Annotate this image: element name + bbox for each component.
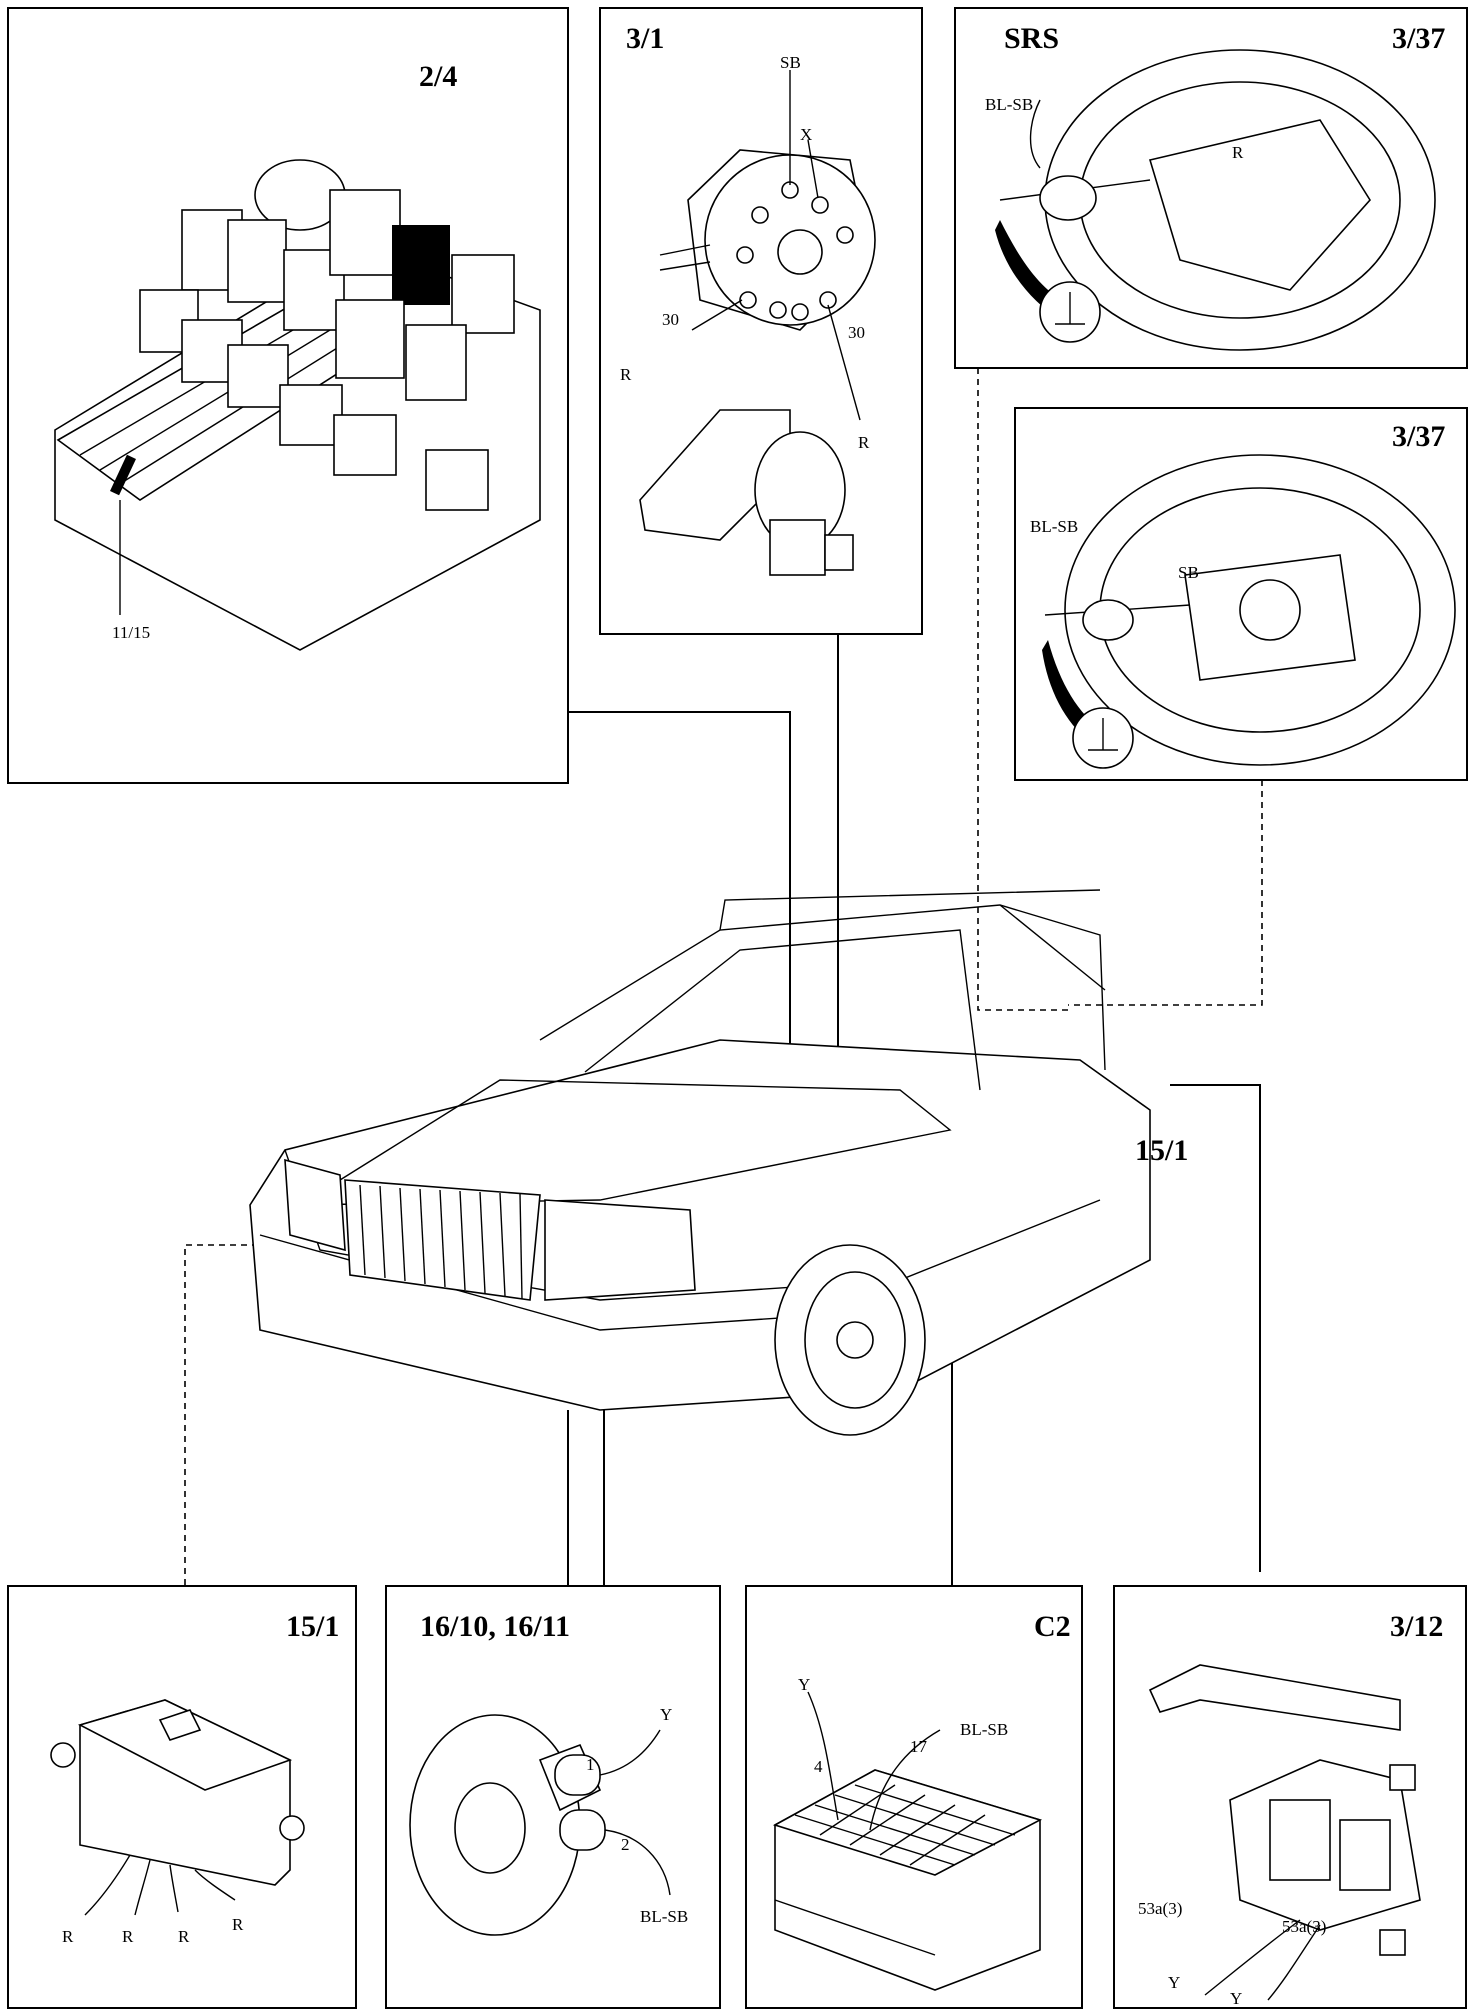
horn-blsb-label: BL-SB	[640, 1907, 688, 1926]
panel-relay-box: 2/4 11/15	[7, 7, 569, 784]
ignition-sb-label: SB	[780, 53, 801, 72]
callout-label: 15/1	[1135, 1134, 1188, 1167]
panel-title: 16/10, 16/11	[420, 1610, 570, 1643]
horn-pin-label: 2	[621, 1835, 630, 1854]
module-wire-label: R	[62, 1927, 74, 1946]
connector-pin-label: 4	[814, 1757, 823, 1776]
ignition-30-label: 30	[848, 323, 865, 342]
ignition-switch-icon	[639, 70, 876, 576]
horn-icon	[409, 1714, 671, 1936]
connector-blsb-label: BL-SB	[960, 1720, 1008, 1739]
ignition-r-label: R	[858, 433, 870, 452]
srs-blsb-label: BL-SB	[985, 95, 1033, 114]
ignition-r-label: R	[620, 365, 632, 384]
panel-control-module: 15/1 R R R R	[7, 1585, 357, 2009]
panel-steering-wheel: 3/37 BL-SB SB	[1014, 407, 1468, 781]
relay-box-icon	[54, 159, 541, 651]
panel-title: 3/37	[1392, 22, 1445, 55]
ignition-30-label: 30	[662, 310, 679, 329]
fuse-label: 11/15	[112, 623, 150, 642]
connector-y-label: Y	[798, 1675, 810, 1694]
panel-title: C2	[1034, 1610, 1071, 1643]
steering-wheel-icon	[1044, 454, 1456, 766]
panel-connector: C2 Y 4 17 BL-SB	[745, 1585, 1083, 2009]
ignition-x-label: X	[800, 125, 812, 144]
panel-horn: 16/10, 16/11 Y 1 2 BL-SB	[385, 1585, 721, 2009]
connector-icon	[772, 1691, 1043, 1991]
stalk-y-label: Y	[1230, 1989, 1242, 2008]
panel-title: 2/4	[419, 60, 457, 93]
panel-title: 15/1	[286, 1610, 339, 1643]
connector-pin-label: 17	[910, 1737, 928, 1756]
stalk-53a-label: 53a(3)	[1282, 1917, 1326, 1936]
ground-symbol-icon	[1042, 640, 1134, 769]
module-wire-label: R	[232, 1915, 244, 1934]
stalk-y-label: Y	[1168, 1973, 1180, 1992]
module-wire-label: R	[122, 1927, 134, 1946]
panel-ignition-switch: 3/1 SB X 30 30 R R	[599, 7, 923, 635]
module-wire-label: R	[178, 1927, 190, 1946]
steering-wheel-icon	[999, 49, 1436, 351]
car-icon	[249, 889, 1151, 1436]
panel-title: 3/12	[1390, 1610, 1443, 1643]
wheel-sb-label: SB	[1178, 563, 1199, 582]
panel-srs-steering: SRS 3/37 BL-SB R	[954, 7, 1468, 369]
horn-y-label: Y	[660, 1705, 672, 1724]
wheel-blsb-label: BL-SB	[1030, 517, 1078, 536]
panel-turn-signal-stalk: 3/12 53a(3) 53a(3) Y Y	[1113, 1585, 1467, 2009]
panel-title: 3/1	[626, 22, 664, 55]
control-module-icon	[50, 1699, 305, 1916]
panel-title: 3/37	[1392, 420, 1445, 453]
panel-title-srs: SRS	[1004, 22, 1059, 55]
stalk-53a-label: 53a(3)	[1138, 1899, 1182, 1918]
ground-symbol-icon	[995, 220, 1101, 343]
turn-signal-stalk-icon	[1148, 1664, 1421, 2001]
srs-r-label: R	[1232, 143, 1244, 162]
horn-pin-label: 1	[586, 1755, 595, 1774]
